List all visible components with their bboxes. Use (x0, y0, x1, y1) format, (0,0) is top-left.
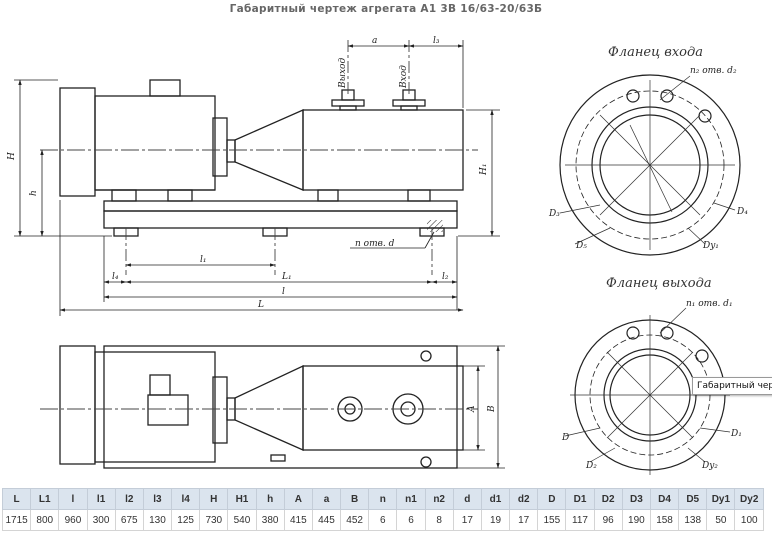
dim-l3: l₃ (433, 36, 440, 46)
table-cell: 96 (593, 509, 623, 531)
column-header: D4 (649, 488, 680, 510)
table-cell: 675 (114, 509, 144, 531)
table-cell: 1715 (1, 509, 32, 531)
flange-in-D3: D₃ (548, 209, 560, 219)
dim-B: B (487, 405, 497, 413)
flange-in-dims (559, 75, 736, 250)
flange-in-Dy1: Dy₁ (702, 241, 719, 251)
dim-l4: l₄ (112, 272, 119, 282)
dimensions-front (14, 40, 500, 316)
column-header: H1 (227, 488, 257, 510)
port-out-label: Выход (338, 58, 348, 89)
flange-out-D: D (561, 433, 569, 443)
flange-out-title: Фланец выхода (606, 276, 712, 291)
table-cell: 138 (678, 509, 708, 531)
flange-in-D4: D₄ (736, 207, 748, 217)
dim-H1: H₁ (479, 164, 489, 176)
column-header: l4 (171, 488, 201, 510)
table-cell: 8 (424, 509, 454, 531)
column-header: l3 (142, 488, 173, 510)
dim-A: A (467, 405, 477, 413)
table-cell: 380 (255, 509, 285, 531)
table-cell: 158 (649, 509, 680, 531)
table-cell: 50 (706, 509, 736, 531)
dim-L: L (257, 300, 264, 310)
column-header: a (311, 488, 342, 510)
table-cell: 125 (171, 509, 201, 531)
top-view (59, 345, 464, 469)
port-axes (125, 40, 433, 275)
column-header: d2 (509, 488, 539, 510)
column-header: A (283, 488, 313, 510)
table-cell: 6 (368, 509, 398, 531)
column-header: D (537, 488, 567, 510)
flange-out-D1: D₁ (730, 429, 742, 439)
table-cell: 415 (283, 509, 313, 531)
dim-H: H (7, 152, 17, 161)
table-cell: 19 (480, 509, 511, 531)
flange-in-holes-label: n₂ отв. d₂ (690, 66, 737, 76)
flange-out-dims (564, 307, 731, 475)
table-cell: 17 (452, 509, 482, 531)
dimension-labels-front: a l₃ H h H₁ n отв. d l₁ l₄ L₁ l₂ l L Вых… (7, 36, 489, 310)
dim-L1: L₁ (281, 272, 292, 282)
table-cell: 730 (199, 509, 229, 531)
table-cell: 800 (30, 509, 60, 531)
column-header: D2 (593, 488, 623, 510)
dim-l2: l₂ (442, 272, 449, 282)
flange-in-title: Фланец входа (608, 45, 703, 60)
table-cell: 452 (340, 509, 370, 531)
flange-out-D2: D₂ (585, 461, 597, 471)
column-header: D1 (565, 488, 595, 510)
front-view (59, 79, 464, 237)
table-cell: 445 (311, 509, 342, 531)
column-header: B (340, 488, 370, 510)
table-cell: 130 (142, 509, 173, 531)
column-header: l (58, 488, 88, 510)
dim-a: a (372, 36, 377, 46)
table-cell: 155 (537, 509, 567, 531)
dim-n-d: n отв. d (355, 239, 395, 249)
column-header: n1 (396, 488, 426, 510)
column-header: l2 (114, 488, 144, 510)
flange-in-D5: D₅ (575, 241, 587, 251)
column-header: Dy1 (706, 488, 736, 510)
dimensions-top (457, 345, 505, 469)
column-header: l1 (86, 488, 116, 510)
table-cell: 17 (509, 509, 539, 531)
dim-l: l (282, 287, 285, 297)
column-header: h (255, 488, 285, 510)
table-cell: 540 (227, 509, 257, 531)
dim-l1: l₁ (200, 255, 207, 265)
table-cell: 190 (621, 509, 651, 531)
page-title: Габаритный чертеж агрегата А1 3В 16/63-2… (229, 3, 543, 15)
table-cell: 117 (565, 509, 595, 531)
table-cell: 6 (396, 509, 426, 531)
image-title-tooltip: Габаритный чертеж (692, 377, 772, 395)
column-header: L1 (30, 488, 60, 510)
column-header: d (452, 488, 482, 510)
column-header: L (1, 488, 32, 510)
flange-out-holes-label: n₁ отв. d₁ (686, 299, 733, 309)
table-cell: 960 (58, 509, 88, 531)
column-header: D5 (678, 488, 708, 510)
table-cell: 300 (86, 509, 116, 531)
column-header: D3 (621, 488, 651, 510)
column-header: n2 (424, 488, 454, 510)
column-header: H (199, 488, 229, 510)
port-in-label: Вход (399, 65, 409, 89)
column-header: n (368, 488, 398, 510)
column-header: Dy2 (734, 488, 764, 510)
assembly-drawing: a l₃ H h H₁ n отв. d l₁ l₄ L₁ l₂ l L Вых… (7, 36, 748, 475)
table-cell: 100 (734, 509, 764, 531)
flange-out-Dy2: Dy₂ (701, 461, 718, 471)
column-header: d1 (480, 488, 511, 510)
dim-h: h (29, 190, 39, 196)
